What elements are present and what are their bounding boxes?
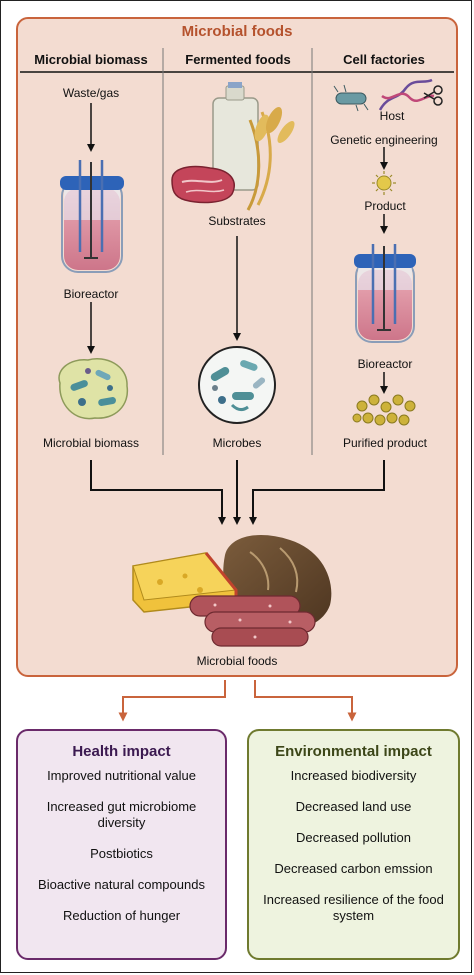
label-product: Product (364, 199, 406, 213)
label-bioreactor-right: Bioreactor (357, 357, 413, 371)
arrow-to-environmental-impact (254, 680, 357, 722)
label-waste-gas: Waste/gas (62, 86, 120, 100)
column-heading-microbial-biomass: Microbial biomass (34, 52, 148, 67)
column-heading-fermented-foods: Fermented foods (185, 52, 291, 67)
health-impact-box: Health impact Improved nutritional value… (16, 729, 227, 960)
substrates-illustration (171, 82, 295, 211)
health-item: Reduction of hunger (62, 908, 181, 923)
label-microbes: Microbes (212, 436, 262, 450)
environment-item: Increased biodiversity (290, 768, 417, 783)
bioreactor-left-illustration (60, 160, 124, 273)
microbes-illustration (198, 346, 276, 424)
environment-item: Decreased carbon emssion (274, 861, 433, 876)
health-impact-title: Health impact (72, 743, 171, 760)
label-microbial-biomass: Microbial biomass (42, 436, 140, 450)
environment-item: Increased resilience of the food system (263, 892, 444, 923)
arrow-to-health-impact (118, 680, 226, 722)
health-item: Postbiotics (90, 846, 153, 861)
microbial-foods-illustration (132, 535, 332, 647)
product-icon (372, 171, 396, 195)
bioreactor-right-illustration (354, 244, 416, 343)
health-item: Increased gut microbiome diversity (46, 799, 197, 830)
label-genetic-engineering: Genetic engineering (330, 133, 438, 147)
label-bioreactor-left: Bioreactor (63, 287, 119, 301)
label-host: Host (379, 109, 405, 123)
arrow-purified-to-foods (249, 460, 385, 525)
dna-illustration (378, 78, 443, 111)
label-microbial-foods: Microbial foods (196, 654, 278, 668)
environment-item: Decreased land use (295, 799, 412, 814)
environment-item: Decreased pollution (296, 830, 411, 845)
environmental-impact-title: Environmental impact (275, 743, 432, 760)
panel-title: Microbial foods (181, 23, 293, 40)
health-item: Improved nutritional value (47, 768, 196, 783)
purified-product-illustration (352, 394, 416, 426)
host-illustration (333, 84, 369, 112)
column-heading-cell-factories: Cell factories (343, 52, 425, 67)
environmental-impact-box: Environmental impact Increased biodivers… (247, 729, 460, 960)
health-item: Bioactive natural compounds (38, 877, 205, 892)
label-purified-product: Purified product (342, 436, 428, 450)
arrow-biomass-to-foods (90, 460, 226, 525)
label-substrates: Substrates (208, 214, 266, 228)
microbial-biomass-illustration (58, 358, 129, 420)
